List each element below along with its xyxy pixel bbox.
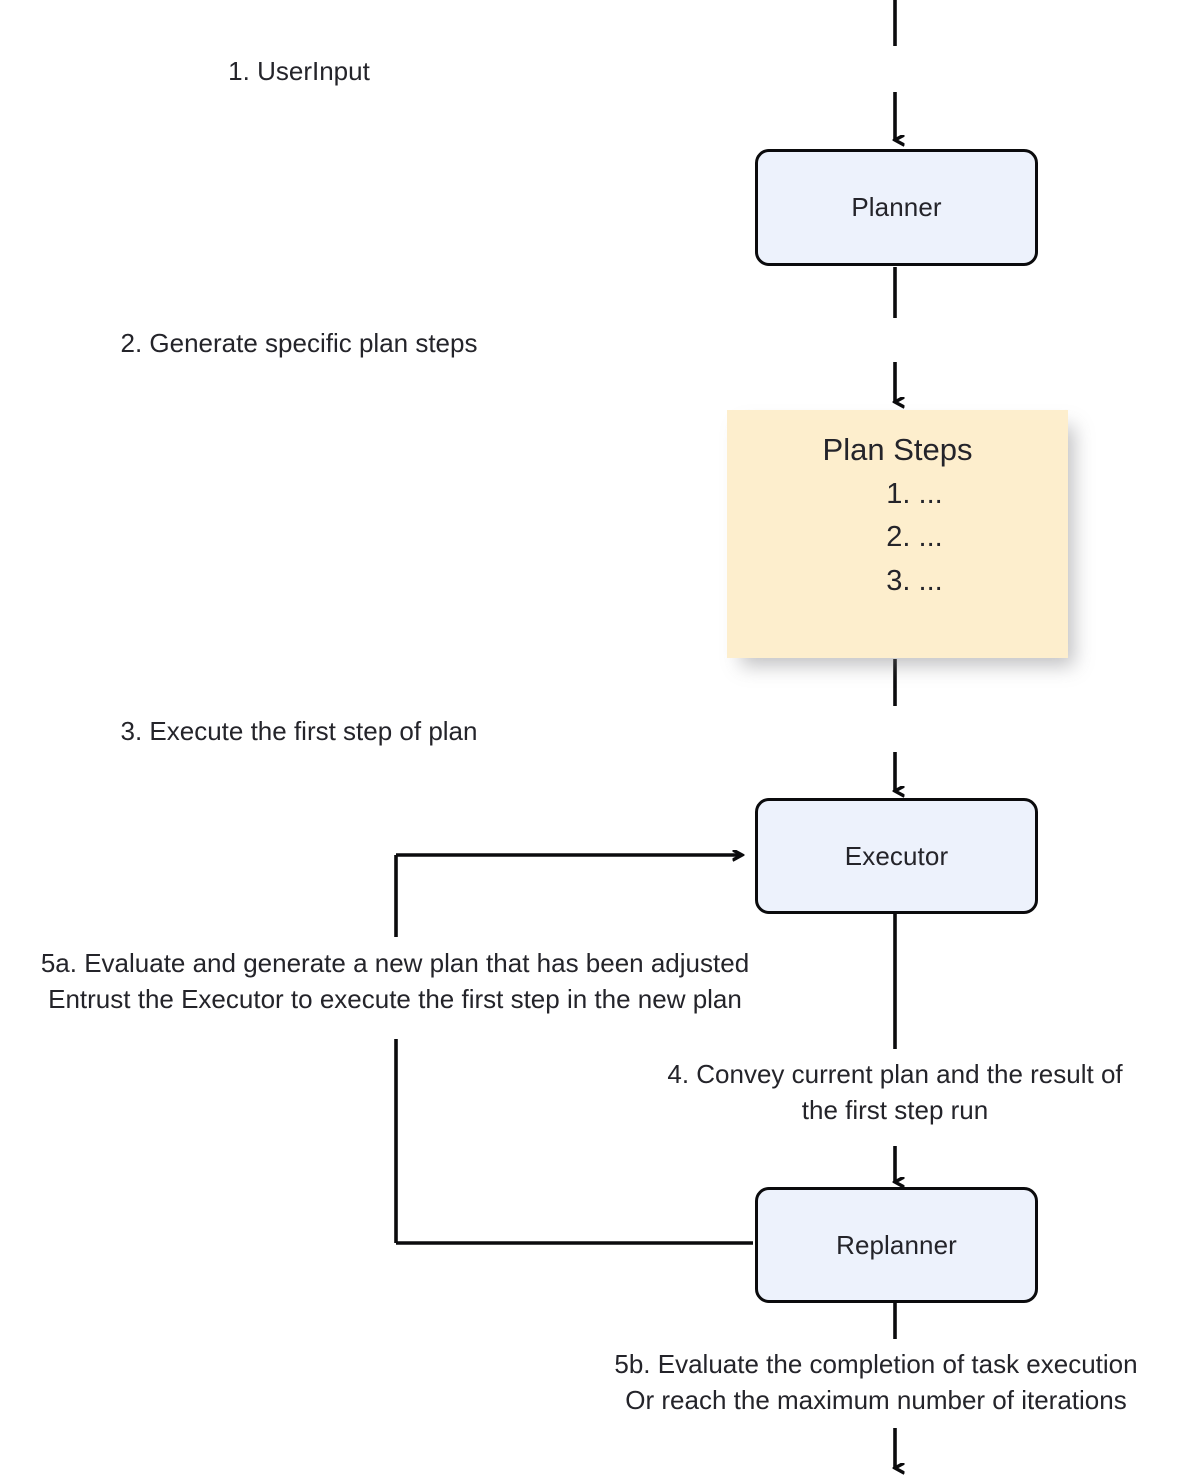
edge-label-generate-text: 2. Generate specific plan steps — [120, 328, 478, 358]
edge-label-convey-line1: 4. Convey current plan and the result of — [667, 1059, 1123, 1089]
edge-label-finish: 5b. Evaluate the completion of task exec… — [560, 1347, 1192, 1419]
edge-label-execute-text: 3. Execute the first step of plan — [120, 716, 478, 746]
node-planner-label: Planner — [851, 192, 942, 222]
edge-label-userinput-text: 1. UserInput — [228, 56, 370, 86]
node-executor-label: Executor — [844, 840, 949, 871]
note-plan-steps: Plan Steps 1. ... 2. ... 3. ... — [727, 410, 1068, 658]
edge-label-replan: 5a. Evaluate and generate a new plan tha… — [0, 946, 790, 1018]
node-executor[interactable]: Executor — [755, 798, 1038, 914]
node-planner[interactable]: Planner — [755, 149, 1038, 266]
edge-label-execute: 3. Execute the first step of plan — [0, 714, 895, 750]
node-replanner[interactable]: Replanner — [755, 1187, 1038, 1303]
note-plan-step-3: 3. ... — [886, 564, 943, 597]
edge-label-convey: 4. Convey current plan and the result of… — [600, 1057, 1190, 1129]
edge-label-convey-line2: the first step run — [801, 1094, 989, 1125]
edge-label-userinput: 1. UserInput — [0, 54, 895, 90]
edge-label-generate: 2. Generate specific plan steps — [0, 326, 895, 362]
edge-label-finish-line1: 5b. Evaluate the completion of task exec… — [614, 1349, 1138, 1379]
note-plan-step-2: 2. ... — [886, 521, 943, 554]
note-plan-steps-title: Plan Steps — [822, 432, 973, 467]
edge-label-finish-line2: Or reach the maximum number of iteration… — [625, 1384, 1127, 1415]
note-plan-step-1: 1. ... — [886, 477, 943, 510]
edge-label-replan-line1: 5a. Evaluate and generate a new plan tha… — [40, 948, 750, 978]
edge-label-replan-line2: Entrust the Executor to execute the firs… — [48, 983, 742, 1014]
node-replanner-label: Replanner — [836, 1229, 957, 1260]
